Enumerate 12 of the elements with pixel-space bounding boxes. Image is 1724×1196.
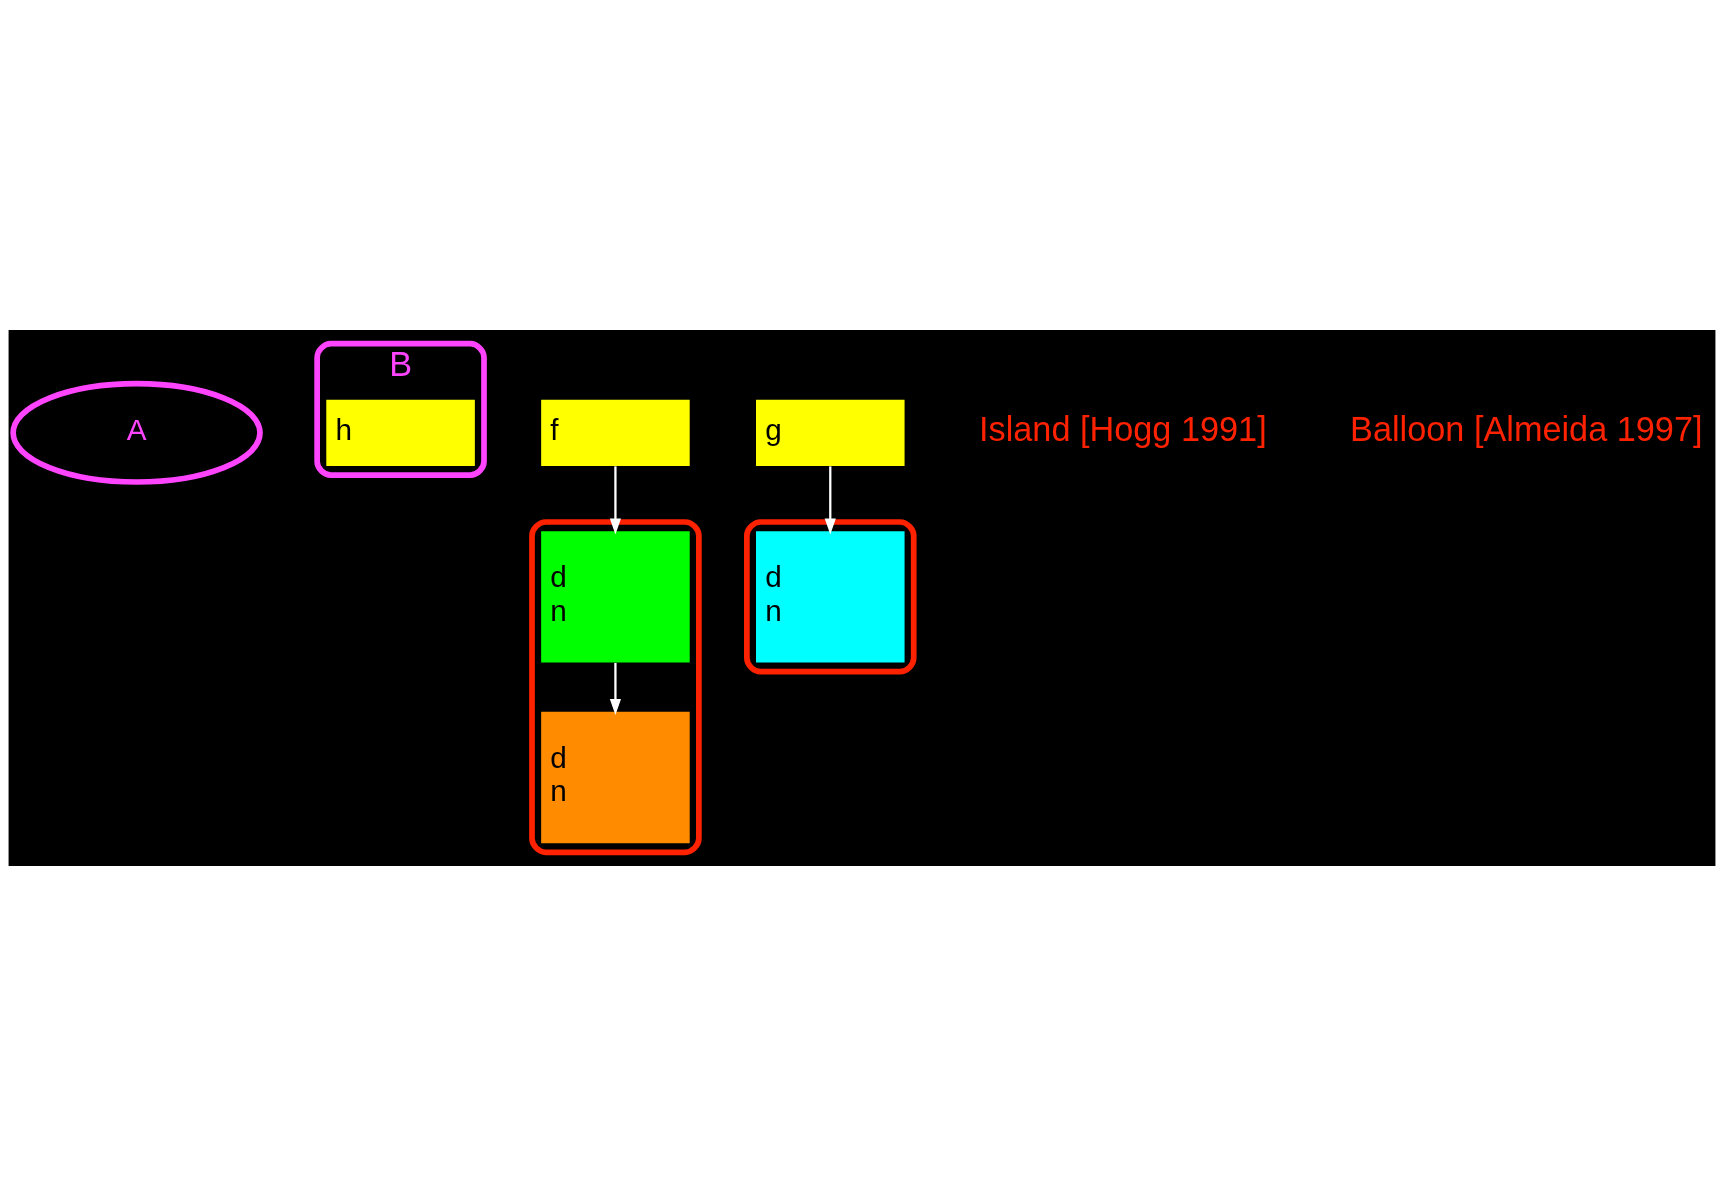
- node-box: d n: [541, 531, 690, 663]
- node-ellipse: A: [10, 380, 263, 485]
- node-box: g: [756, 399, 905, 466]
- arrow: [609, 662, 622, 715]
- node-box: f: [541, 399, 690, 466]
- arrow: [609, 466, 622, 535]
- node-box: d n: [756, 531, 905, 663]
- node-box: d n: [541, 711, 690, 844]
- arrow: [824, 466, 836, 535]
- label: Island [Hogg 1991]: [979, 410, 1267, 449]
- node-box: h: [326, 399, 475, 466]
- label: Balloon [Almeida 1997]: [1350, 410, 1703, 449]
